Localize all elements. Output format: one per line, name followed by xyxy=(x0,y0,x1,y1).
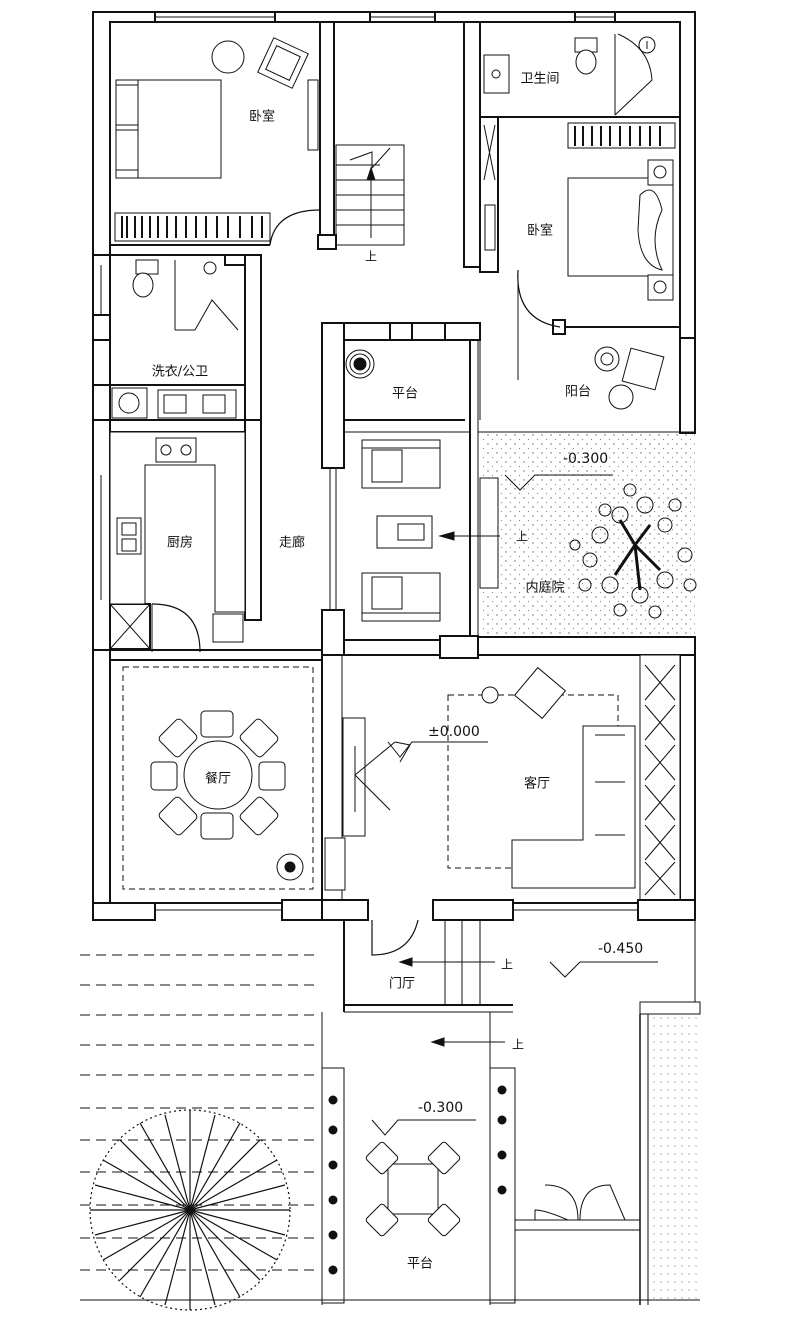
room-label-terrace-upper: 平台 xyxy=(391,386,419,402)
plant-terrace xyxy=(345,349,375,379)
room-label-dining: 餐厅 xyxy=(204,771,232,787)
bedroom-1-furniture xyxy=(114,37,319,242)
stair-up-label: 上 xyxy=(364,249,378,264)
level-label-entry: -0.450 xyxy=(598,941,644,957)
dining-set xyxy=(122,666,314,890)
entry-steps xyxy=(80,954,320,1271)
gate-doors xyxy=(534,1184,626,1221)
sunroom-up-label: 上 xyxy=(515,529,529,544)
foyer-up-label: 上 xyxy=(500,957,514,972)
bedroom-2-furniture xyxy=(483,122,676,301)
room-label-courtyard: 内庭院 xyxy=(525,580,565,596)
living-furniture xyxy=(324,666,636,891)
entry-arrows xyxy=(398,957,505,1047)
courtyard-tree xyxy=(569,483,697,619)
wardrobe-hatch-2 xyxy=(574,126,661,146)
level-markers xyxy=(371,474,658,1136)
room-label-bedroom-1: 卧室 xyxy=(248,109,276,125)
room-label-bedroom-2: 卧室 xyxy=(526,223,554,239)
balcony-furniture xyxy=(594,346,665,410)
living-window-wall xyxy=(644,664,676,896)
room-label-terrace-lower: 平台 xyxy=(406,1256,434,1272)
room-label-balcony: 阳台 xyxy=(564,384,592,400)
level-label-terrace: -0.300 xyxy=(418,1100,464,1116)
room-label-kitchen: 厨房 xyxy=(166,535,194,551)
room-label-foyer: 门厅 xyxy=(388,976,416,992)
room-label-corridor: 走廊 xyxy=(278,535,306,551)
sunroom-furniture xyxy=(361,439,500,622)
wardrobe-hatch-1 xyxy=(121,216,263,238)
staircase xyxy=(335,144,405,246)
garden-stipple xyxy=(648,1012,698,1302)
room-label-bathroom: 卫生间 xyxy=(520,71,560,87)
path-up-label: 上 xyxy=(511,1037,525,1052)
walls xyxy=(80,11,701,1305)
terrace-table-set xyxy=(365,1141,461,1237)
courtyard-stipple xyxy=(480,432,695,637)
planters xyxy=(328,1085,507,1275)
room-label-living: 客厅 xyxy=(523,776,551,792)
kitchen-counter xyxy=(109,431,246,643)
level-label-courtyard: -0.300 xyxy=(563,451,609,467)
level-label-living: ±0.000 xyxy=(428,724,480,740)
room-label-laundry: 洗衣/公卫 xyxy=(151,364,209,380)
laundry-fixtures xyxy=(111,259,239,419)
garden-tree xyxy=(89,1109,291,1311)
bathroom-fixtures xyxy=(483,36,656,94)
